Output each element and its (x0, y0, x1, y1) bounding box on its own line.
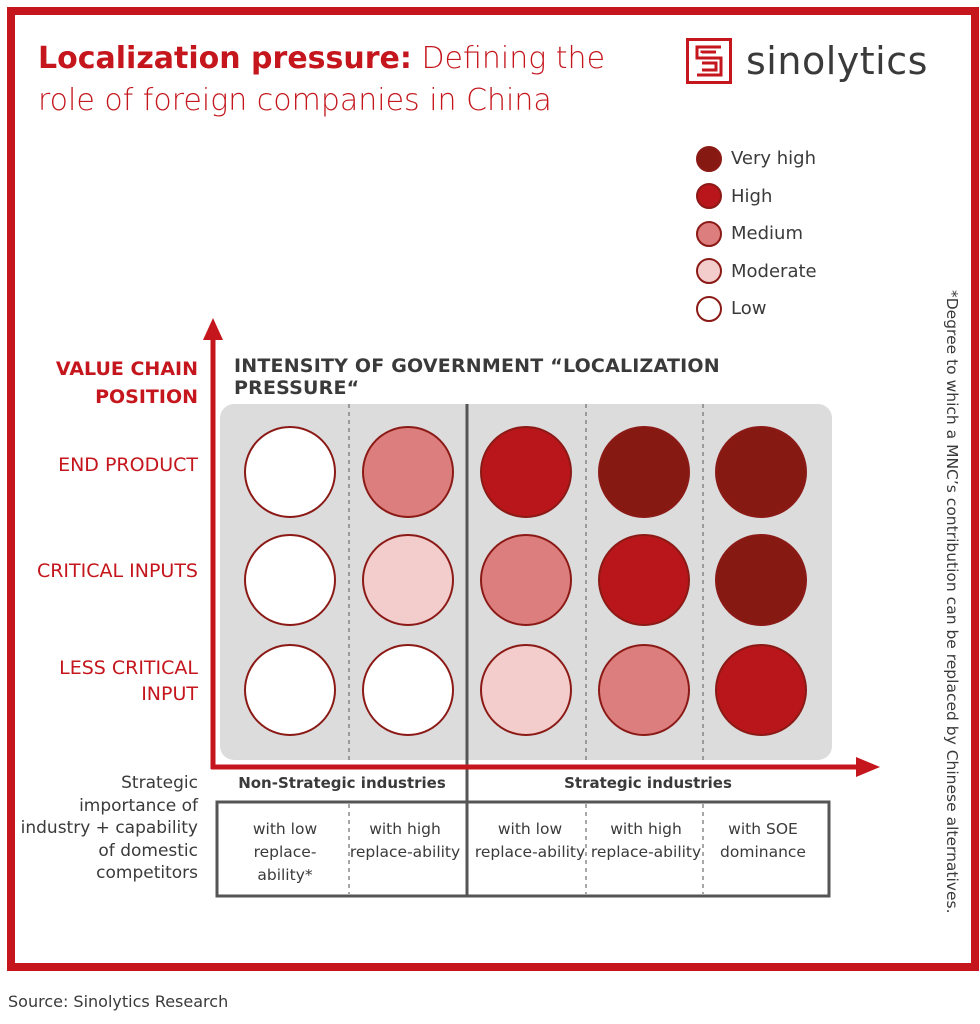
column-label-3: with low replace-ability (474, 820, 586, 861)
legend-label: Medium (731, 223, 803, 245)
column-label-2: with high replace-ability (349, 820, 461, 861)
sinolytics-mark-icon (686, 38, 732, 84)
row-label-critical-inputs: CRITICAL INPUTS (36, 560, 198, 582)
legend-item: Very high (696, 140, 817, 178)
heat-cell-circle (598, 426, 690, 518)
heat-cell-circle (598, 534, 690, 626)
legend-item: High (696, 178, 817, 216)
column-label-4: with high replace-ability (590, 820, 702, 861)
heat-cell-circle (244, 534, 336, 626)
heat-cell-circle (715, 534, 807, 626)
column-label-1: with low replace-ability* (252, 820, 318, 884)
legend-label: Very high (731, 148, 817, 170)
brand-logo: sinolytics (686, 38, 928, 84)
heat-cell-circle (244, 644, 336, 736)
legend-item: Low (696, 290, 817, 328)
footnote-vertical: *Degree to which a MNC’s contribution ca… (943, 290, 961, 914)
row-label-less-critical-input: LESS CRITICAL INPUT (59, 657, 198, 705)
heat-cell-circle (715, 426, 807, 518)
legend-swatch (696, 183, 722, 210)
heat-cell-circle (480, 534, 572, 626)
legend-swatch (696, 258, 722, 285)
heat-cell-circle (480, 644, 572, 736)
page-title: Localization pressure: Defining the role… (38, 38, 658, 122)
heat-cell-circle (362, 534, 454, 626)
heat-cell-circle (362, 644, 454, 736)
legend-label: Low (731, 298, 767, 320)
x-axis-arrow-icon (856, 757, 880, 777)
legend-swatch (696, 145, 722, 172)
category-table-border (215, 800, 831, 898)
legend-label: Moderate (731, 260, 817, 282)
row-label-end-product: END PRODUCT (58, 454, 198, 476)
title-bold: Localization pressure: (38, 41, 412, 76)
heat-cell-circle (715, 644, 807, 736)
legend-item: Medium (696, 215, 817, 253)
y-axis-arrow-icon (203, 318, 223, 340)
source-note: Source: Sinolytics Research (8, 992, 229, 1011)
legend-item: Moderate (696, 253, 817, 291)
legend-swatch (696, 295, 722, 322)
column-label-5: with SOE dominance (720, 820, 806, 861)
x-axis-title: Strategic importance of industry + capab… (20, 773, 198, 883)
legend-label: High (731, 185, 773, 207)
group-label-non-strategic: Non-Strategic industries (238, 774, 446, 792)
chart-title: INTENSITY OF GOVERNMENT “LOCALIZATION PR… (234, 355, 720, 399)
title-rest: Defining the role of foreign companies i… (38, 41, 606, 118)
heat-cell-circle (598, 644, 690, 736)
heat-cell-circle (244, 426, 336, 518)
heat-cell-circle (480, 426, 572, 518)
group-label-strategic: Strategic industries (564, 774, 732, 792)
y-axis-title: VALUE CHAIN POSITION (55, 358, 198, 408)
legend-swatch (696, 220, 722, 247)
outer-frame (7, 7, 979, 971)
heat-cell-circle (362, 426, 454, 518)
brand-name: sinolytics (746, 39, 928, 83)
